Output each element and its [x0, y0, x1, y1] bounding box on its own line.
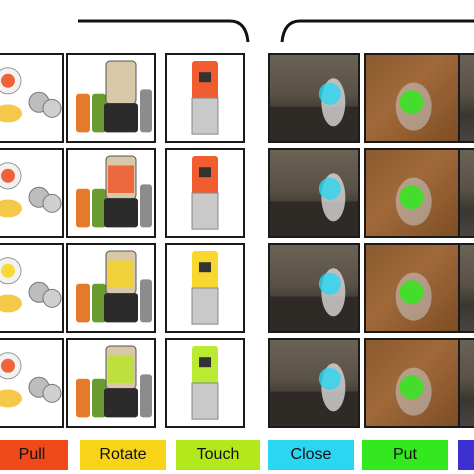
juicer-illustration [0, 162, 62, 218]
real-pot-illustration [395, 272, 432, 321]
bottle-illustration [191, 156, 219, 230]
blender-illustration [76, 155, 152, 228]
legend-item-cropped [458, 440, 474, 470]
grid-cell-bottle [165, 148, 245, 238]
legend-item-put: Put [362, 440, 448, 470]
bottle-illustration [191, 251, 219, 325]
legend-item-touch: Touch [176, 440, 260, 470]
grid-cell-cropped [458, 338, 474, 428]
real-mixer-illustration [270, 268, 358, 331]
grid-cell-real-pot [364, 243, 474, 333]
blender-illustration [76, 250, 152, 323]
bottle-illustration [191, 346, 219, 420]
grid-cell-real-pot [364, 53, 474, 143]
grid-cell-blender [66, 243, 156, 333]
grid-cell-juicer [0, 53, 64, 143]
juicer-illustration [0, 352, 62, 408]
grid-cell-juicer [0, 338, 64, 428]
grid-cell-real-pot [364, 338, 474, 428]
grid-cell-cropped [458, 243, 474, 333]
real-mixer-illustration [270, 363, 358, 426]
grid-cell-juicer [0, 148, 64, 238]
left-group-bracket [78, 19, 474, 43]
grid-cell-real-mixer [268, 243, 360, 333]
real-pot-illustration [395, 177, 432, 226]
grid-cell-bottle [165, 53, 245, 143]
grid-cell-cropped [458, 148, 474, 238]
blender-illustration [76, 60, 152, 133]
affordance-legend: Pull Rotate Touch Close Put [0, 438, 474, 474]
blender-illustration [76, 345, 152, 418]
grid-cell-real-pot [364, 148, 474, 238]
real-mixer-illustration [270, 78, 358, 141]
grid-cell-cropped [458, 53, 474, 143]
juicer-illustration [0, 257, 62, 313]
grid-cell-juicer [0, 243, 64, 333]
grid-cell-real-mixer [268, 338, 360, 428]
grid-cell-blender [66, 148, 156, 238]
legend-item-rotate: Rotate [80, 440, 166, 470]
grid-cell-blender [66, 53, 156, 143]
legend-item-pull: Pull [0, 440, 68, 470]
real-pot-illustration [395, 367, 432, 416]
legend-item-close: Close [268, 440, 354, 470]
grid-cell-real-mixer [268, 148, 360, 238]
real-mixer-illustration [270, 173, 358, 236]
grid-cell-real-mixer [268, 53, 360, 143]
grid-cell-bottle [165, 243, 245, 333]
bottle-illustration [191, 61, 219, 135]
grid-cell-bottle [165, 338, 245, 428]
juicer-illustration [0, 67, 62, 123]
real-pot-illustration [395, 82, 432, 131]
grid-cell-blender [66, 338, 156, 428]
